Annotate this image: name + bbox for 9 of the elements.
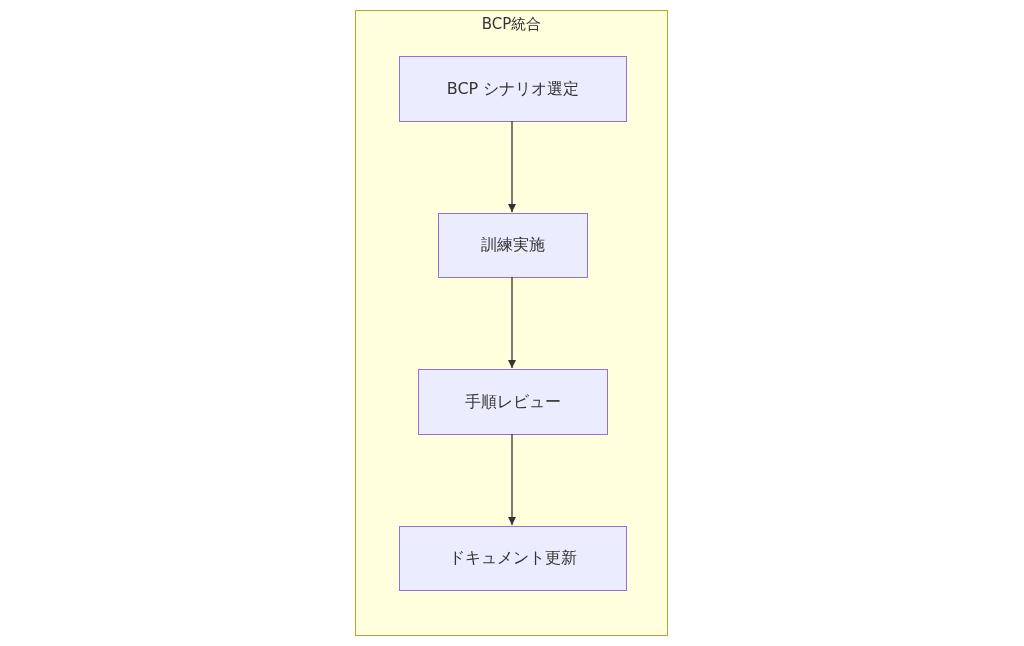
arrow (508, 433, 516, 526)
process-box: BCP シナリオ選定 (399, 56, 627, 122)
arrow (508, 276, 516, 369)
group-container (355, 10, 668, 636)
process-box: ドキュメント更新 (399, 526, 627, 591)
group-title: BCP統合 (480, 15, 543, 34)
process-box: 手順レビュー (418, 369, 608, 435)
process-box: 訓練実施 (438, 213, 588, 278)
arrow (508, 120, 516, 213)
